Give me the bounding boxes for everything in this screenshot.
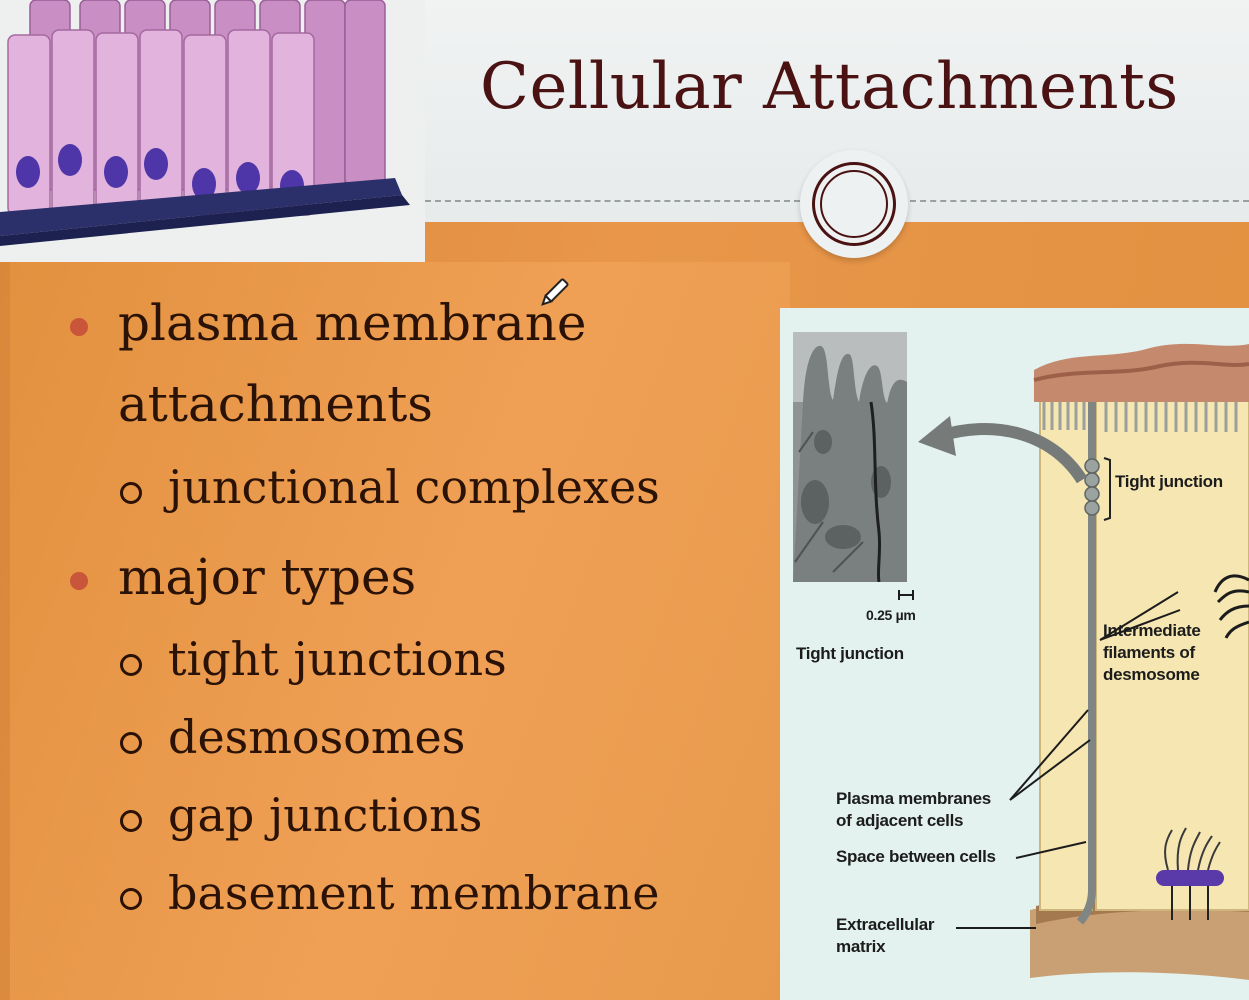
scale-bar [898, 590, 914, 600]
scale-bar-label: 0.25 µm [866, 607, 916, 623]
micrograph-caption: Tight junction [796, 644, 904, 663]
label-intermediate-filaments: Intermediate filaments of desmosome [1103, 620, 1201, 686]
title-divider-right [910, 200, 1249, 202]
bullet-2-line-1: major types [118, 548, 417, 606]
label-space-between-cells: Space between cells [836, 847, 996, 866]
columnar-cells-illustration [0, 0, 425, 262]
label-extracellular-line-2: matrix [836, 937, 886, 956]
sub-item-tight-junctions: tight junctions [168, 632, 507, 686]
sub-item-gap-junctions: gap junctions [168, 788, 483, 842]
title-divider-left [425, 200, 800, 202]
pencil-cursor-icon [541, 278, 569, 306]
sub-bullet-circle [120, 482, 142, 504]
cell-junction-diagram [918, 343, 1249, 980]
label-extracellular-matrix: Extracellular matrix [836, 914, 934, 958]
bullet-dot [70, 572, 88, 590]
label-plasma-membranes: Plasma membranes of adjacent cells [836, 788, 991, 832]
sub-bullet-circle [120, 810, 142, 832]
sub-item-basement-membrane: basement membrane [168, 866, 660, 920]
label-intermediate-line-1: Intermediate [1103, 621, 1201, 640]
circle-ornament-icon [800, 150, 908, 258]
tight-junction-micrograph [793, 332, 907, 582]
sub-item-junctional-complexes: junctional complexes [168, 460, 660, 514]
label-plasma-line-2: of adjacent cells [836, 811, 964, 830]
sub-bullet-circle [120, 732, 142, 754]
bullet-1-line-1: plasma membrane [118, 294, 587, 352]
label-tight-junction: Tight junction [1115, 472, 1223, 491]
label-intermediate-line-3: desmosome [1103, 665, 1200, 684]
sub-bullet-circle [120, 654, 142, 676]
bullet-dot [70, 318, 88, 336]
slide-title: Cellular Attachments [480, 50, 1179, 124]
content-panel [10, 262, 790, 1000]
sub-item-desmosomes: desmosomes [168, 710, 466, 764]
sub-bullet-circle [120, 888, 142, 910]
label-intermediate-line-2: filaments of [1103, 643, 1195, 662]
label-extracellular-line-1: Extracellular [836, 915, 935, 934]
bullet-1-line-2: attachments [118, 375, 433, 433]
label-plasma-line-1: Plasma membranes [836, 789, 991, 808]
